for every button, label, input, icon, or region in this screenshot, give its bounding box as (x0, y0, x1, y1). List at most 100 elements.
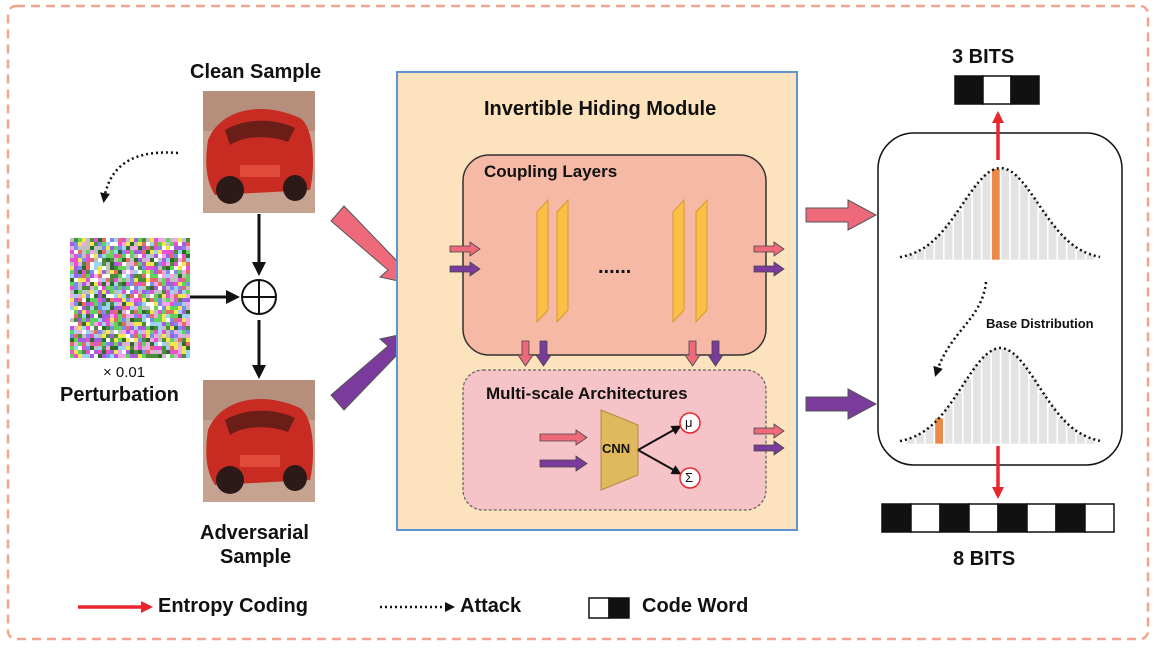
noise-pixel (158, 294, 162, 298)
noise-pixel (122, 270, 126, 274)
distribution-bin (1000, 348, 1010, 445)
noise-pixel (174, 342, 178, 346)
noise-pixel (70, 286, 74, 290)
code-bit (881, 503, 912, 533)
noise-pixel (182, 278, 186, 282)
noise-pixel (178, 294, 182, 298)
noise-pixel (146, 318, 150, 322)
noise-pixel (114, 278, 118, 282)
noise-pixel (138, 274, 142, 278)
noise-pixel (118, 282, 122, 286)
noise-pixel (114, 290, 118, 294)
noise-pixel (170, 322, 174, 326)
noise-pixel (74, 318, 78, 322)
noise-pixel (134, 286, 138, 290)
code-bit (997, 503, 1028, 533)
noise-pixel (118, 294, 122, 298)
noise-pixel (82, 346, 86, 350)
noise-pixel (70, 258, 74, 262)
noise-pixel (178, 298, 182, 302)
noise-pixel (70, 274, 74, 278)
noise-pixel (174, 302, 178, 306)
noise-pixel (182, 246, 186, 250)
noise-pixel (70, 242, 74, 246)
noise-pixel (98, 258, 102, 262)
noise-pixel (122, 346, 126, 350)
noise-pixel (106, 294, 110, 298)
noise-pixel (118, 334, 122, 338)
noise-pixel (154, 290, 158, 294)
noise-pixel (94, 238, 98, 242)
noise-pixel (150, 242, 154, 246)
noise-pixel (170, 278, 174, 282)
noise-pixel (154, 286, 158, 290)
noise-pixel (118, 346, 122, 350)
noise-pixel (182, 282, 186, 286)
noise-pixel (98, 246, 102, 250)
legend-code-word-icon (588, 597, 630, 619)
noise-pixel (138, 330, 142, 334)
noise-pixel (142, 294, 146, 298)
noise-pixel (166, 286, 170, 290)
noise-pixel (146, 282, 150, 286)
noise-pixel (86, 238, 90, 242)
noise-pixel (182, 346, 186, 350)
noise-pixel (74, 330, 78, 334)
cnn-to-sigma-arrow (637, 449, 682, 475)
clean-sample-label: Clean Sample (190, 61, 322, 83)
noise-pixel (90, 326, 94, 330)
noise-pixel (134, 334, 138, 338)
noise-pixel (90, 278, 94, 282)
noise-pixel (78, 294, 82, 298)
noise-pixel (74, 262, 78, 266)
noise-pixel (134, 298, 138, 302)
noise-pixel (74, 282, 78, 286)
noise-pixel (130, 302, 134, 306)
noise-pixel (170, 302, 174, 306)
noise-pixel (142, 286, 146, 290)
noise-pixel (110, 278, 114, 282)
noise-pixel (86, 310, 90, 314)
noise-pixel (134, 290, 138, 294)
noise-pixel (82, 310, 86, 314)
noise-pixel (126, 266, 130, 270)
noise-pixel (138, 270, 142, 274)
code-word-8bits (881, 503, 1115, 533)
noise-pixel (86, 330, 90, 334)
noise-pixel (178, 334, 182, 338)
noise-pixel (170, 270, 174, 274)
noise-pixel (78, 282, 82, 286)
noise-pixel (126, 294, 130, 298)
noise-pixel (106, 314, 110, 318)
noise-pixel (94, 266, 98, 270)
noise-pixel (102, 282, 106, 286)
noise-pixel (118, 322, 122, 326)
noise-pixel (182, 266, 186, 270)
noise-pixel (98, 242, 102, 246)
noise-pixel (182, 298, 186, 302)
noise-pixel (106, 302, 110, 306)
coupling-layer-stack-right (672, 198, 708, 324)
noise-pixel (98, 262, 102, 266)
noise-pixel (170, 282, 174, 286)
noise-pixel (122, 322, 126, 326)
noise-pixel (146, 246, 150, 250)
noise-pixel (78, 242, 82, 246)
noise-pixel (98, 298, 102, 302)
noise-pixel (170, 342, 174, 346)
noise-pixel (162, 334, 166, 338)
noise-pixel (78, 238, 82, 242)
noise-pixel (106, 338, 110, 342)
noise-pixel (166, 334, 170, 338)
noise-pixel (166, 238, 170, 242)
distribution-bin (972, 364, 982, 445)
noise-pixel (162, 306, 166, 310)
noise-pixel (110, 250, 114, 254)
noise-pixel (146, 238, 150, 242)
noise-pixel (186, 250, 190, 254)
noise-pixel (138, 310, 142, 314)
noise-pixel (90, 254, 94, 258)
noise-pixel (114, 326, 118, 330)
noise-pixel (134, 338, 138, 342)
noise-pixel (126, 278, 130, 282)
